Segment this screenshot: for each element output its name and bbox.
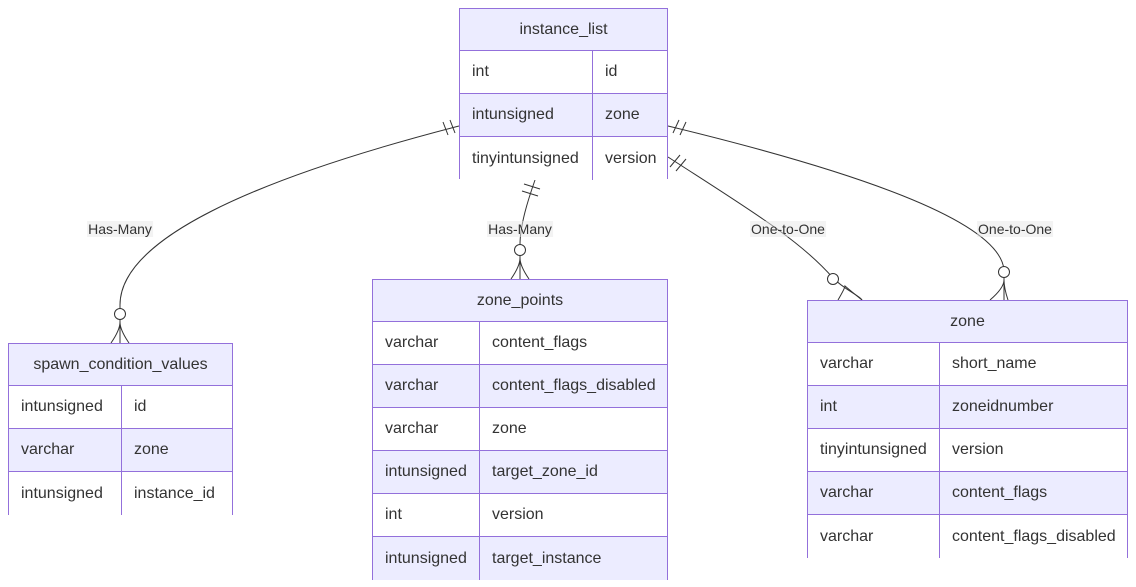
one-marker [672, 119, 680, 134]
zero-marker [998, 266, 1010, 278]
attribute-type: int [460, 51, 593, 93]
attribute-name: content_flags [492, 334, 588, 351]
attribute-type: varchar [808, 472, 940, 514]
many-marker [510, 257, 530, 280]
attribute-name: content_flags [952, 484, 1048, 501]
entity-row: intunsigned target_zone_id [373, 451, 667, 494]
entity-zone[interactable]: zone varchar short_name int zoneidnumber… [807, 300, 1128, 558]
attribute-type: intunsigned [9, 472, 122, 515]
attribute-name: version [492, 506, 544, 523]
attribute-name: target_zone_id [492, 463, 598, 480]
attribute-type: intunsigned [373, 537, 480, 580]
attribute-type: varchar [373, 408, 480, 450]
attribute-type: varchar [373, 322, 480, 364]
zero-marker [514, 244, 526, 256]
attribute-type: int [373, 494, 480, 536]
attribute-type: varchar [9, 429, 122, 471]
entity-row: tinyintunsigned version [460, 137, 667, 180]
one-marker [521, 190, 539, 197]
entity-row: varchar content_flags [373, 322, 667, 365]
entity-row: intunsigned id [9, 386, 232, 429]
entity-row: intunsigned target_instance [373, 537, 667, 580]
entity-row: intunsigned zone [460, 94, 667, 137]
entity-row: int id [460, 51, 667, 94]
attribute-type: tinyintunsigned [460, 137, 593, 180]
entity-row: varchar content_flags_disabled [373, 365, 667, 408]
rel-label-one-to-one-zone-upper: One-to-One [977, 221, 1053, 237]
attribute-name: version [605, 149, 657, 167]
entity-title: zone_points [373, 280, 667, 322]
entity-row: varchar content_flags [808, 472, 1127, 515]
entity-row: int zoneidnumber [808, 386, 1127, 429]
rel-label-has-many-zonepoints: Has-Many [487, 221, 553, 237]
attribute-name: short_name [952, 355, 1037, 372]
entity-instance-list[interactable]: instance_list int id intunsigned zone ti… [459, 8, 668, 180]
attribute-name: zone [605, 106, 640, 123]
one-marker [675, 158, 687, 172]
attribute-name: instance_id [134, 484, 215, 502]
attribute-name: target_instance [492, 549, 602, 567]
one-marker [449, 119, 456, 134]
entity-title: instance_list [460, 9, 667, 51]
zero-marker [114, 308, 126, 320]
entity-row: varchar content_flags_disabled [808, 515, 1127, 558]
one-marker [669, 154, 681, 168]
attribute-name: version [952, 441, 1004, 458]
attribute-type: varchar [808, 343, 940, 385]
entity-row: varchar zone [9, 429, 232, 472]
entity-spawn-condition-values[interactable]: spawn_condition_values intunsigned id va… [8, 343, 233, 515]
attribute-name: zone [134, 441, 169, 458]
attribute-name: id [134, 398, 147, 415]
entity-zone-points[interactable]: zone_points varchar content_flags varcha… [372, 279, 668, 580]
one-marker [523, 183, 541, 190]
attribute-type: intunsigned [460, 94, 593, 136]
attribute-type: intunsigned [373, 451, 480, 493]
entity-row: int version [373, 494, 667, 537]
one-marker [679, 121, 687, 136]
attribute-type: int [808, 386, 940, 428]
rel-line-instance-spawn [119, 125, 460, 343]
many-marker [110, 321, 130, 344]
attribute-name: id [605, 63, 618, 80]
attribute-name: zone [492, 420, 527, 437]
attribute-name: zoneidnumber [952, 398, 1054, 415]
many-marker [989, 279, 1009, 301]
entity-title: spawn_condition_values [9, 344, 232, 386]
entity-row: tinyintunsigned version [808, 429, 1127, 472]
attribute-type: intunsigned [9, 386, 122, 428]
attribute-name: content_flags_disabled [492, 377, 656, 394]
entity-row: intunsigned instance_id [9, 472, 232, 515]
entity-row: varchar short_name [808, 343, 1127, 386]
rel-line-instance-zone-a [667, 125, 1005, 300]
attribute-type: varchar [373, 365, 480, 407]
attribute-type: tinyintunsigned [808, 429, 940, 471]
entity-row: varchar zone [373, 408, 667, 451]
attribute-name: content_flags_disabled [952, 527, 1116, 545]
rel-label-has-many-spawn: Has-Many [87, 221, 153, 237]
zero-marker [827, 273, 839, 285]
one-marker [442, 121, 449, 136]
many-marker [837, 284, 863, 301]
rel-label-one-to-one-zone-lower: One-to-One [750, 221, 826, 237]
entity-title: zone [808, 301, 1127, 343]
attribute-type: varchar [808, 515, 940, 558]
